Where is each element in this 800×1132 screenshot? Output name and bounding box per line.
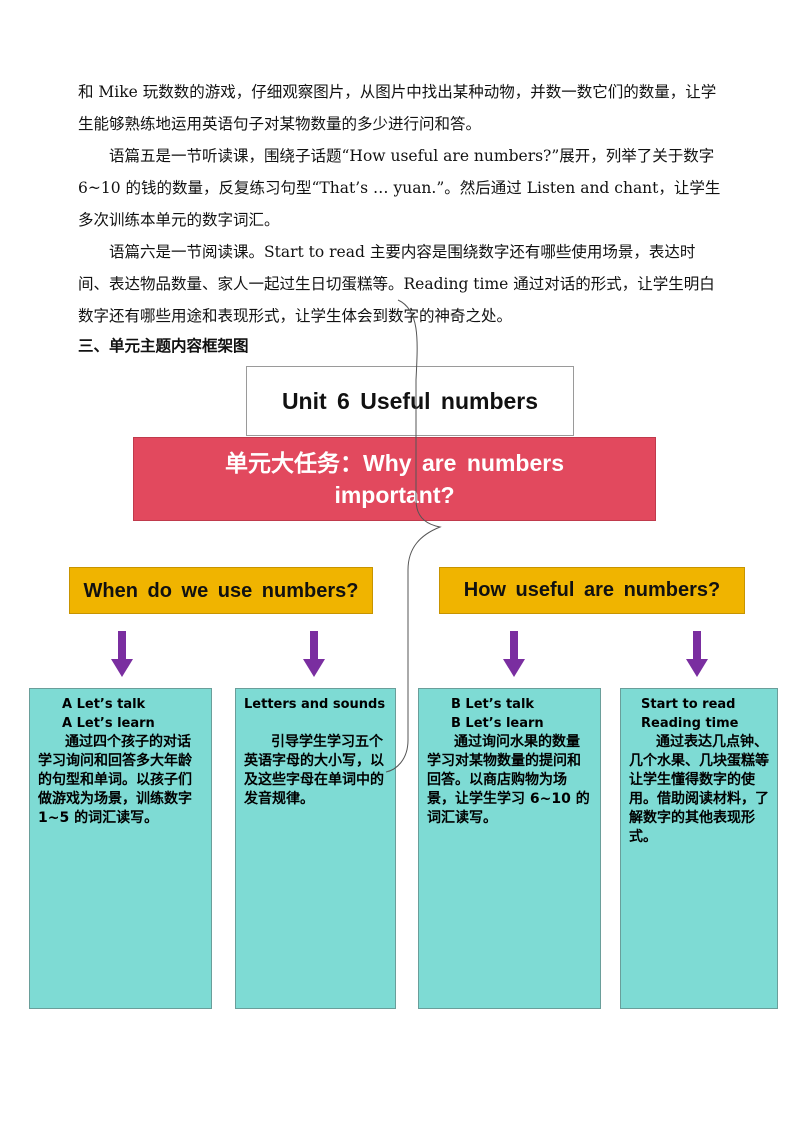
box-label: Start to read [641, 697, 736, 712]
unit-title-box: Unit 6 Useful numbers [246, 366, 574, 436]
subtopic-box-left: When do we use numbers? [69, 567, 373, 614]
unit-title: Unit 6 Useful numbers [281, 387, 539, 414]
box-description: 引导学生学习五个英语字母的大小写，以及这些字母在单词中的发音规律。 [244, 734, 384, 807]
box-label: Reading time [641, 716, 739, 731]
box-label: A Let’s talk [62, 697, 146, 712]
paragraph-2: 语篇五是一节听读课，围绕子话题“How useful are numbers?”… [78, 147, 721, 229]
box-label: B Let’s talk [451, 697, 535, 712]
content-box-3: B Let’s talk B Let’s learn 通过询问水果的数量学习对某… [418, 688, 601, 1009]
section-heading: 三、单元主题内容框架图 [78, 337, 249, 355]
subtopic-left: When do we use numbers? [83, 580, 359, 602]
box-label: A Let’s learn [62, 716, 155, 731]
subtopic-box-right: How useful are numbers? [439, 567, 745, 614]
box-description: 通过表达几点钟、几个水果、几块蛋糕等让学生懂得数字的使用。借助阅读材料，了解数字… [629, 734, 769, 845]
box-label: B Let’s learn [451, 716, 544, 731]
paragraph-1: 和 Mike 玩数数的游戏，仔细观察图片，从图片中找出某种动物，并数一数它们的数… [78, 83, 717, 133]
unit-task-box: 单元大任务：Why are numbers important? [133, 437, 656, 521]
box-description: 通过四个孩子的对话学习询问和回答多大年龄的句型和单词。以孩子们做游戏为场景，训练… [38, 734, 192, 826]
content-box-2: Letters and sounds 引导学生学习五个英语字母的大小写，以及这些… [235, 688, 396, 1009]
down-arrow-icon [111, 631, 133, 677]
content-box-1: A Let’s talk A Let’s learn 通过四个孩子的对话学习询问… [29, 688, 212, 1009]
down-arrow-icon [303, 631, 325, 677]
down-arrow-icon [686, 631, 708, 677]
down-arrow-icon [503, 631, 525, 677]
paragraph-3: 语篇六是一节阅读课。Start to read 主要内容是围绕数字还有哪些使用场… [78, 243, 715, 325]
content-box-4: Start to read Reading time 通过表达几点钟、几个水果、… [620, 688, 778, 1009]
subtopic-right: How useful are numbers? [463, 579, 721, 601]
box-description: 通过询问水果的数量学习对某物数量的提问和回答。以商店购物为场景，让学生学习 6~… [427, 734, 590, 826]
unit-task: 单元大任务：Why are numbers important? [225, 450, 564, 508]
box-label: Letters and sounds [244, 697, 386, 712]
